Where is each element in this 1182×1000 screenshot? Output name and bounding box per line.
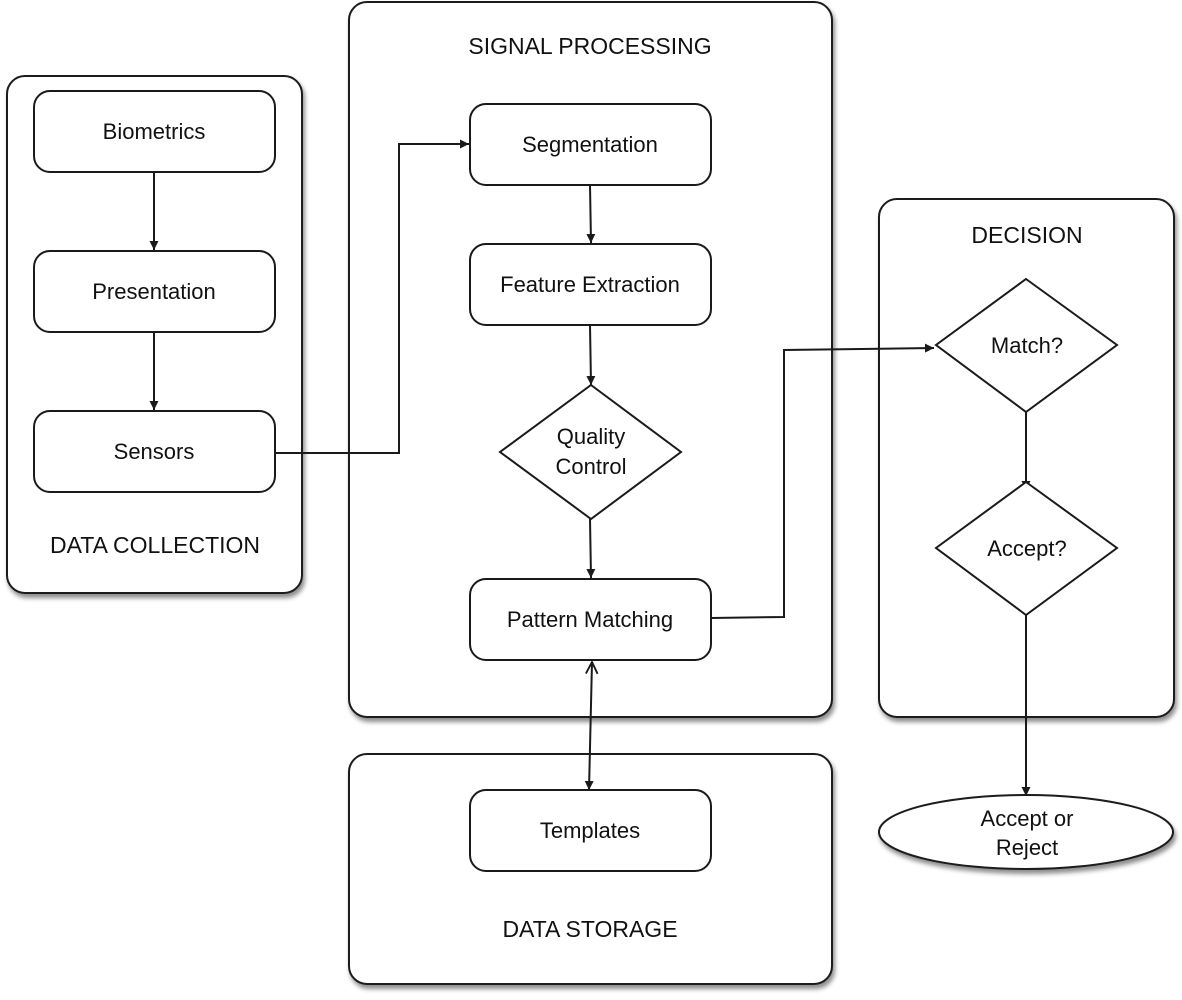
node-quality-control-label-line1: Quality — [557, 424, 625, 449]
node-templates-label: Templates — [540, 818, 640, 843]
node-match — [934, 277, 1119, 414]
edge-feature-extraction-quality-control — [586, 324, 596, 386]
group-title-data-storage: DATA STORAGE — [502, 916, 677, 942]
node-presentation — [33, 250, 276, 333]
node-pattern-matching — [469, 578, 712, 661]
group-title-signal-processing: SIGNAL PROCESSING — [468, 33, 711, 59]
group-title-data-collection: DATA COLLECTION — [50, 532, 260, 558]
node-biometrics-label: Biometrics — [103, 119, 206, 144]
group-title-decision: DECISION — [971, 222, 1082, 248]
node-feature-extraction-label: Feature Extraction — [500, 272, 680, 297]
node-templates — [469, 789, 712, 872]
edge-quality-control-pattern-matching — [586, 518, 596, 579]
node-segmentation — [469, 103, 712, 186]
node-accept — [934, 480, 1119, 617]
node-result — [878, 794, 1174, 870]
node-quality-control — [498, 383, 683, 521]
node-accept-label: Accept? — [987, 536, 1067, 561]
node-sensors — [33, 410, 276, 493]
node-pattern-matching-label: Pattern Matching — [507, 607, 673, 632]
node-result-label-line1: Accept or — [981, 806, 1074, 831]
node-sensors-label: Sensors — [114, 439, 195, 464]
node-biometrics — [33, 90, 276, 173]
node-feature-extraction — [469, 243, 712, 326]
node-match-label: Match? — [991, 333, 1063, 358]
edge-pattern-matching-templates — [589, 662, 592, 791]
node-quality-control-label-line2: Control — [556, 454, 627, 479]
node-segmentation-label: Segmentation — [522, 132, 658, 157]
edge-sensors-segmentation — [275, 139, 469, 454]
node-presentation-label: Presentation — [92, 279, 216, 304]
node-result-label-line2: Reject — [996, 835, 1058, 860]
edge-segmentation-feature-extraction — [586, 184, 596, 244]
edge-pattern-matching-match — [710, 343, 935, 619]
